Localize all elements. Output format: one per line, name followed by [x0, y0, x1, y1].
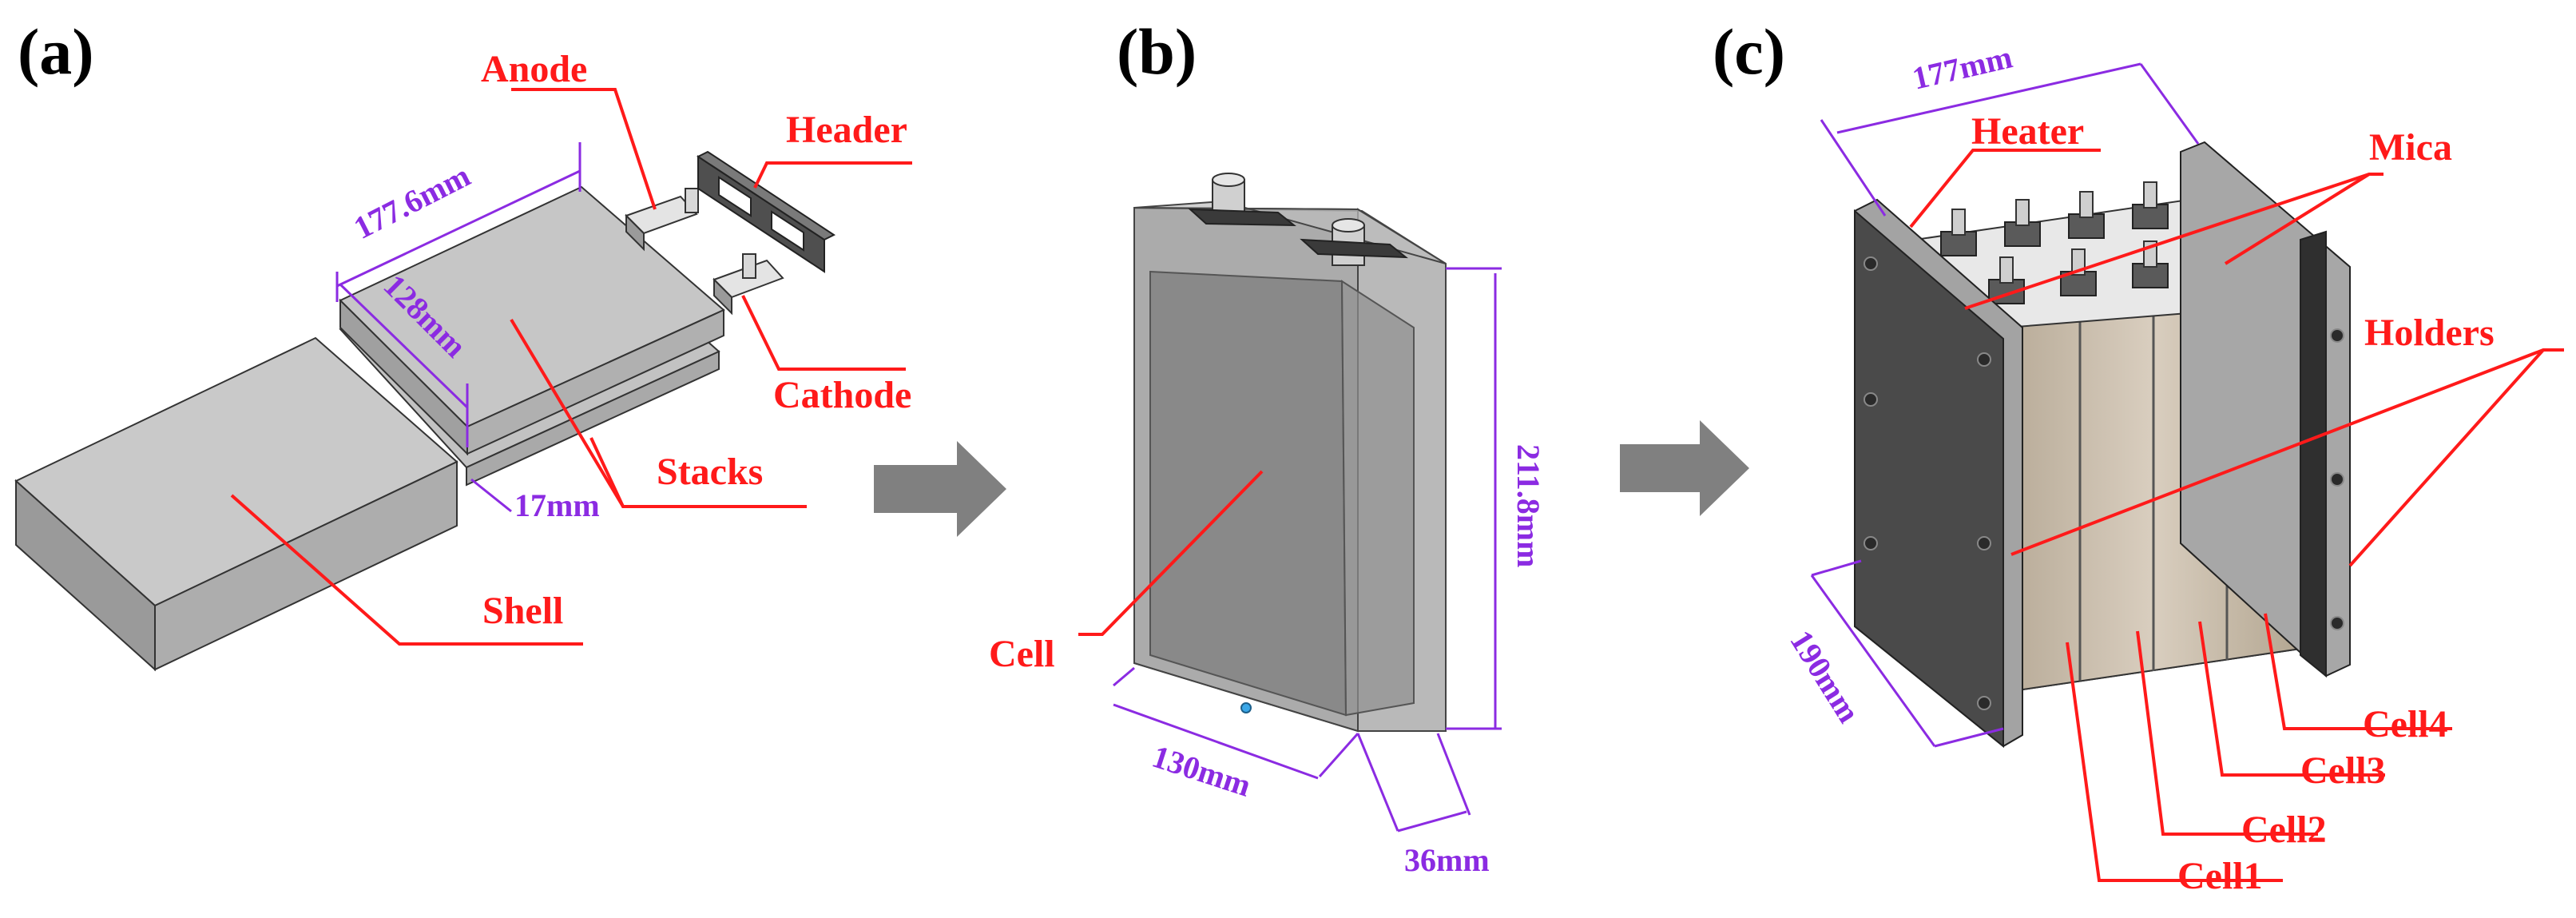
dimension-thickness: 17mm [470, 478, 600, 523]
cathode-label: Cathode [773, 374, 911, 416]
shell-body [14, 336, 458, 672]
panel-c-leaders [1909, 149, 2564, 882]
dimension-length-label: 177.6mm [348, 157, 476, 246]
panel-a-leaders [230, 88, 912, 646]
panel-b: (b) 211.8mm [989, 15, 1546, 878]
panel-c-letter: (c) [1713, 15, 1785, 88]
cell3-label: Cell3 [2300, 749, 2386, 792]
header-plate [697, 150, 836, 273]
dimension-b-width-label: 130mm [1148, 738, 1255, 804]
dimension-depth-label: 36mm [1404, 842, 1490, 878]
cell-case [1133, 173, 1447, 733]
stack-upper [339, 185, 725, 456]
cell-leader [1078, 470, 1264, 636]
dimension-c-side-label: 190mm [1783, 624, 1867, 729]
panel-c: (c) [1713, 15, 2564, 897]
anode-tab [625, 188, 699, 252]
cell1-label: Cell1 [2177, 855, 2263, 897]
holder-right [2180, 141, 2351, 678]
holders-label: Holders [2364, 312, 2495, 354]
dimension-depth: 36mm [1356, 733, 1490, 878]
dimension-thickness-label: 17mm [514, 487, 600, 523]
panel-b-letter: (b) [1117, 15, 1197, 88]
stacks-label: Stacks [657, 451, 763, 493]
panel-a-letter: (a) [18, 15, 94, 88]
shell-label: Shell [482, 590, 563, 632]
dimension-height: 211.8mm [1446, 267, 1546, 730]
header-label: Header [786, 109, 907, 151]
cell4-label: Cell4 [2363, 703, 2448, 745]
arrow-a-to-b [874, 441, 1006, 537]
arrow-b-to-c [1620, 420, 1749, 516]
panel-a: (a) [14, 15, 912, 672]
anode-label: Anode [481, 48, 587, 90]
mica-label: Mica [2369, 126, 2452, 169]
holder-left [1854, 198, 2023, 749]
cell-label: Cell [989, 633, 1055, 675]
cell2-label: Cell2 [2241, 809, 2327, 851]
dimension-c-top-label: 177mm [1909, 38, 2016, 96]
cathode-tab [712, 253, 784, 316]
heater-label: Heater [1971, 110, 2084, 153]
dimension-height-label: 211.8mm [1510, 444, 1546, 567]
